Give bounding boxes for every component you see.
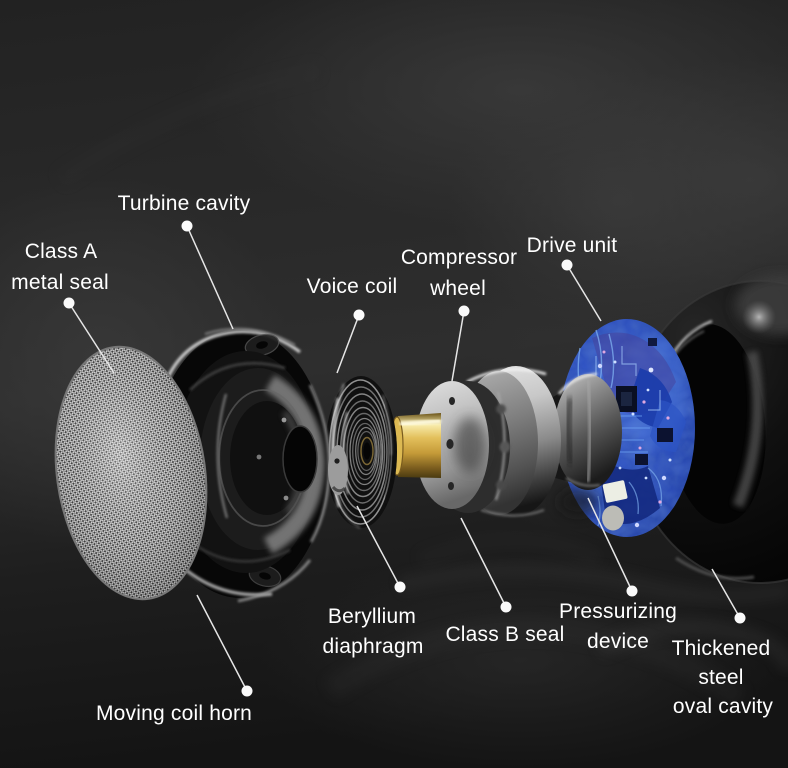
- svg-text:Voice coil: Voice coil: [307, 275, 398, 298]
- svg-text:oval cavity: oval cavity: [673, 695, 774, 718]
- svg-text:Thickened: Thickened: [672, 637, 771, 660]
- svg-text:diaphragm: diaphragm: [322, 635, 423, 658]
- svg-text:Beryllium: Beryllium: [328, 605, 416, 628]
- svg-text:wheel: wheel: [429, 277, 486, 300]
- svg-text:Turbine cavity: Turbine cavity: [118, 192, 251, 215]
- svg-text:metal seal: metal seal: [11, 271, 109, 294]
- svg-text:Class A: Class A: [25, 240, 98, 263]
- svg-text:steel: steel: [698, 666, 743, 689]
- svg-text:Moving coil horn: Moving coil horn: [96, 702, 252, 725]
- svg-text:Pressurizing: Pressurizing: [559, 600, 677, 623]
- svg-text:Class B seal: Class B seal: [445, 623, 564, 646]
- svg-text:Compressor: Compressor: [401, 246, 517, 269]
- svg-text:Drive unit: Drive unit: [527, 234, 618, 257]
- svg-text:device: device: [587, 630, 649, 653]
